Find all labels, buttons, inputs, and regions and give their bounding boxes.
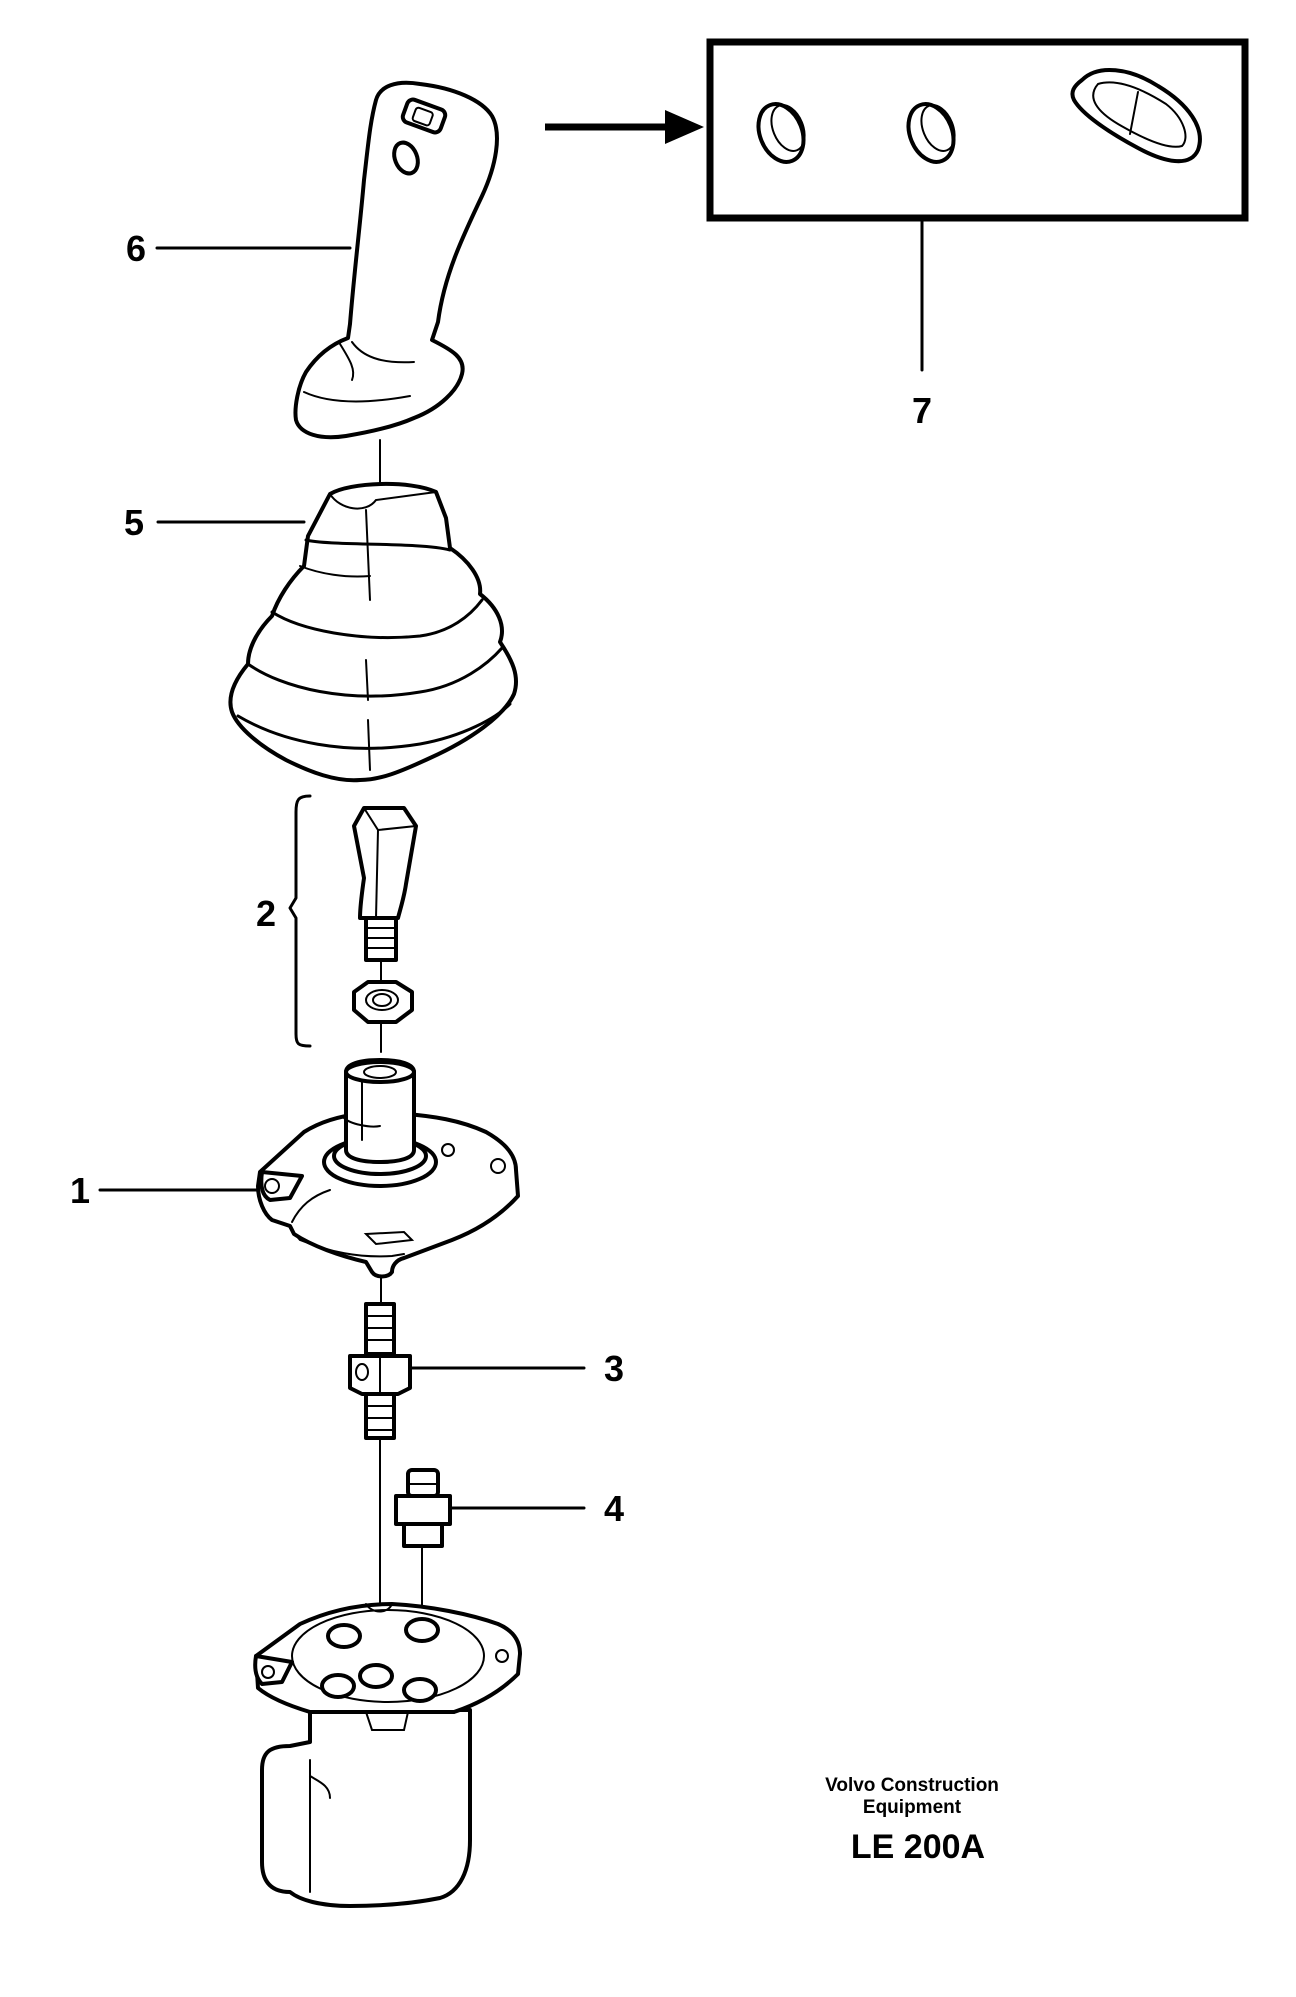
callout-4: 4 xyxy=(604,1488,624,1529)
round-button-left xyxy=(756,102,806,164)
bracket-2 xyxy=(288,794,312,1048)
drawing-code: LE 200A xyxy=(851,1828,985,1866)
plug xyxy=(394,1468,452,1548)
rocker-switch xyxy=(1070,68,1202,164)
callout-6: 6 xyxy=(126,228,146,269)
rubber-gaiter xyxy=(228,481,519,783)
arrow-to-detail xyxy=(545,110,704,144)
callout-3: 3 xyxy=(604,1348,624,1389)
button-detail-box xyxy=(706,38,1249,222)
valve-body xyxy=(253,1602,522,1908)
callout-7: 7 xyxy=(912,390,932,431)
callout-5: 5 xyxy=(124,502,144,543)
callout-1: 1 xyxy=(70,1170,90,1211)
joystick-handle xyxy=(293,80,499,440)
callout-2: 2 xyxy=(256,893,276,934)
lever-stem xyxy=(352,806,418,962)
round-button-right xyxy=(906,102,956,164)
brand-line-1: Volvo Construction xyxy=(825,1775,999,1796)
hex-nut xyxy=(352,980,414,1024)
brand-line-2: Equipment xyxy=(863,1797,962,1818)
base-plate xyxy=(256,1058,520,1279)
threaded-adapter xyxy=(348,1302,412,1440)
